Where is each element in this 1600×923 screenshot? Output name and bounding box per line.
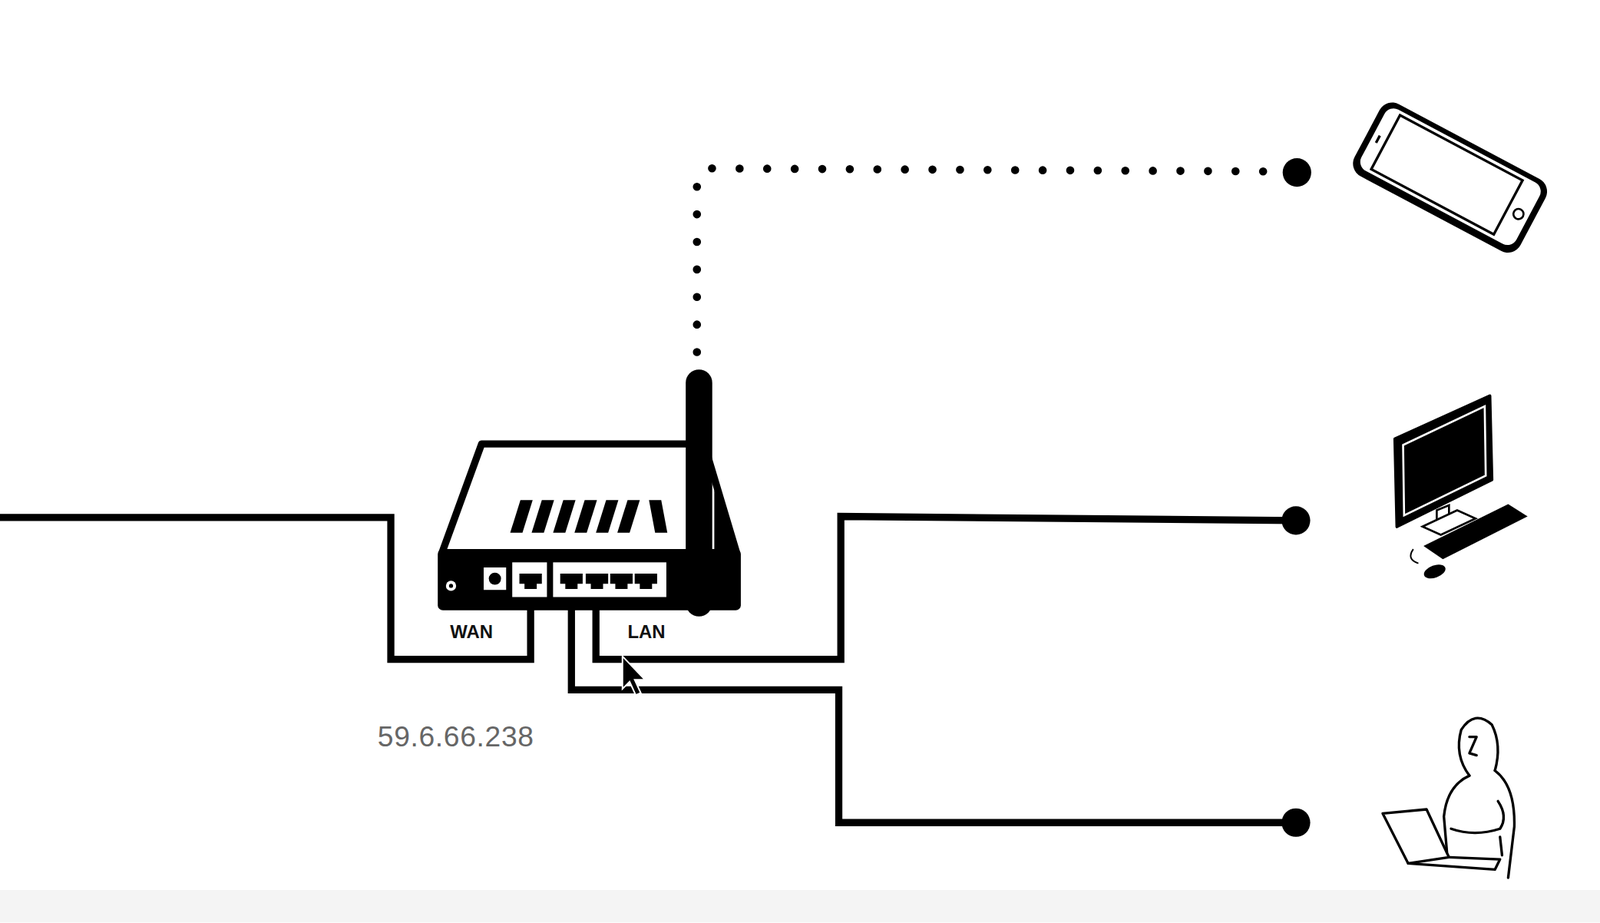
- end-dot: [1281, 808, 1310, 837]
- person-laptop-icon: [1382, 717, 1515, 878]
- port-label: WAN: [449, 622, 493, 643]
- wireless-link: [697, 168, 1277, 352]
- desktop-icon: [1395, 396, 1528, 582]
- bottom-band: [0, 889, 1600, 923]
- end-dot: [1282, 158, 1312, 187]
- router-icon: [437, 369, 741, 617]
- end-dot: [1281, 505, 1310, 535]
- mouse-cursor: [622, 656, 645, 696]
- ip-address: 59.6.66.238: [377, 721, 535, 754]
- phone-icon: [1348, 97, 1553, 258]
- lan-cable: [571, 583, 1296, 823]
- port-label: LAN: [627, 622, 665, 643]
